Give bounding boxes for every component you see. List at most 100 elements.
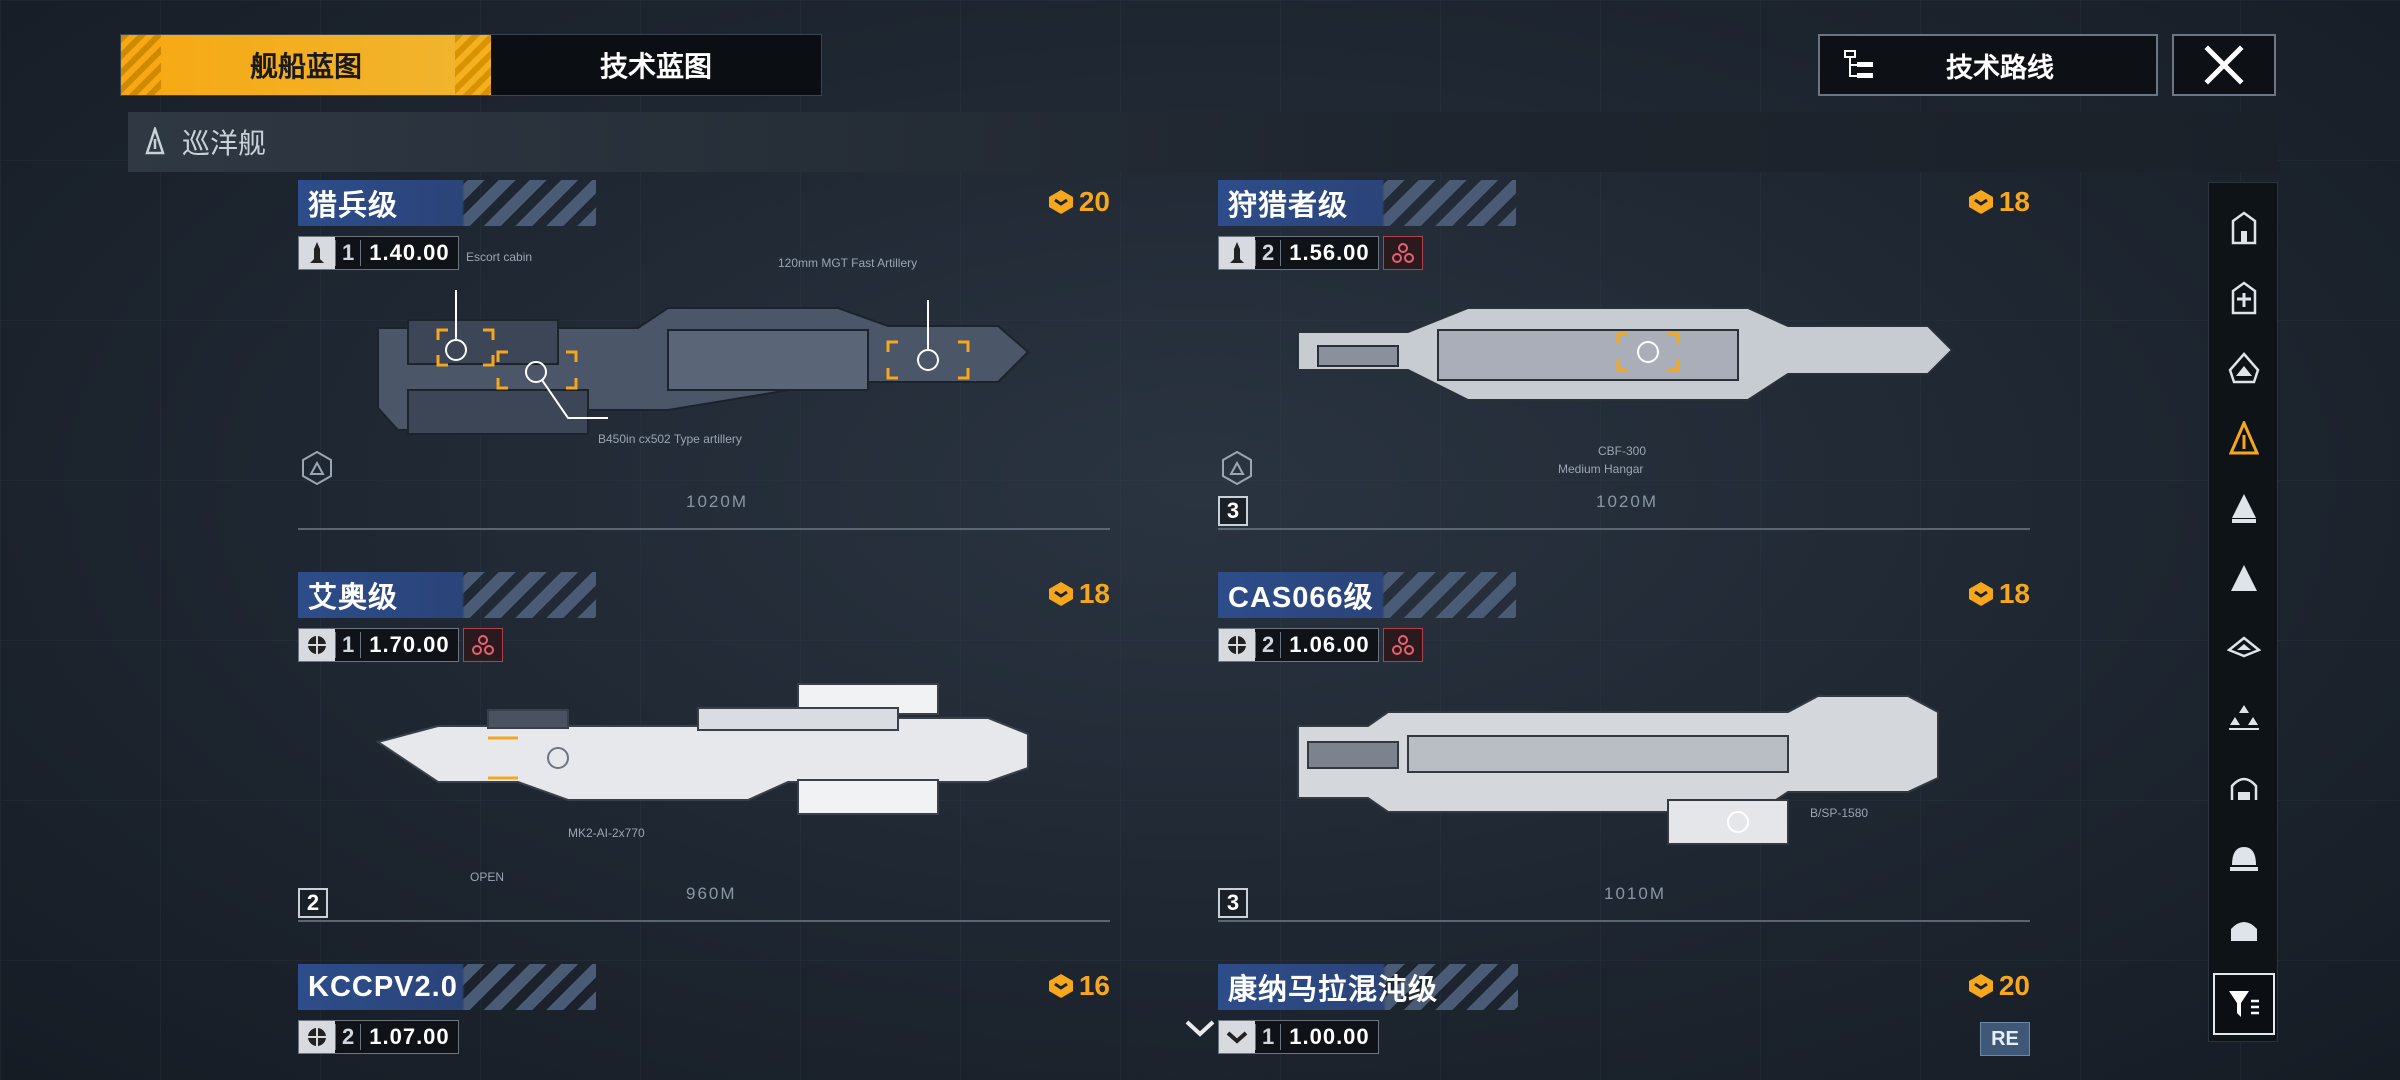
callout-label: Medium Hangar [1558,462,1644,476]
callout-label: Escort cabin [466,250,533,264]
rail-item-filter[interactable] [2213,973,2275,1035]
ship-class-rail [2208,182,2278,1042]
stat-count: 1 [1255,1024,1282,1050]
ruler-line [298,528,1110,530]
rail-item-light-cruiser[interactable] [2213,337,2275,399]
stat-group: 1 1.00.00 [1218,1020,1379,1054]
rail-item-battlecruiser[interactable] [2213,477,2275,539]
ship-card-3[interactable]: CAS066级 18 2 1.06.00 B/SP-1580 3 1010M [1218,572,2030,968]
stat-group: 1 1.40.00 [298,236,459,270]
stat-value: 1.06.00 [1289,632,1370,657]
rail-item-destroyer[interactable] [2213,267,2275,329]
rail-item-carrier[interactable] [2213,547,2275,609]
ship-cost: 18 [1967,186,2030,218]
rail-item-corvette[interactable] [2213,617,2275,679]
tab-tech-blueprint-label: 技术蓝图 [599,51,712,82]
ruler-line [1218,528,2030,530]
rail-item-auxiliary[interactable] [2213,757,2275,819]
rail-item-dome[interactable] [2213,827,2275,889]
ship-cost: 20 [1047,186,1110,218]
tech-route-button[interactable]: 技术路线 [1818,34,2158,96]
destroyer-icon [2231,281,2257,315]
close-button[interactable] [2172,34,2276,96]
ship-length: 1010M [1604,884,1666,903]
rail-item-base[interactable] [2213,897,2275,959]
ship-blueprint-image [1288,682,1968,867]
ship-cost: 16 [1047,970,1110,1002]
hexagon-class-icon [302,450,332,486]
ship-name-bar: 艾奥级 [298,572,596,618]
scroll-down-icon[interactable] [1184,1018,1216,1040]
tier-badge: 2 [298,888,328,918]
stat-count: 2 [1255,240,1282,266]
stat-group: 2 1.07.00 [298,1020,459,1054]
ship-cost-value: 18 [1998,186,2030,217]
stat-count: 1 [335,632,362,658]
callout-label: B450in cx502 Type artillery [598,432,742,446]
ship-card-1[interactable]: 狩猎者级 18 2 1.56.00 CBF-300 [1218,180,2030,576]
ruler-line [298,920,1110,922]
ship-cost-value: 20 [1078,186,1110,217]
ship-cost-value: 16 [1078,970,1110,1001]
globe-icon [299,1021,335,1053]
ship-name-bar: CAS066级 [1218,572,1516,618]
tab-ship-blueprint[interactable]: 舰船蓝图 [121,35,491,95]
chevron-icon [1219,1021,1255,1053]
callout-label: MK2-AI-2x770 [568,826,645,840]
ship-cost: 18 [1967,578,2030,610]
cost-badge-icon [1968,582,1993,606]
ship-stats: 2 1.07.00 [298,1020,459,1054]
ship-stats: 2 1.56.00 [1218,236,1423,270]
callout-label: 120mm MGT Fast Artillery [778,256,918,270]
ship-cost-value: 20 [1998,970,2030,1001]
cruiser-light-icon [2228,352,2260,384]
ship-name: KCCPV2.0 [308,970,458,1003]
ship-name-bar: 狩猎者级 [1218,180,1516,226]
tab-ship-blueprint-label: 舰船蓝图 [249,51,362,82]
base-icon [2231,922,2257,941]
cost-badge-icon [1048,190,1073,214]
rail-item-fleet[interactable] [2213,687,2275,749]
ship-card-0[interactable]: 猎兵级 20 1 1.40.00 [298,180,1110,576]
blueprint-tabs: 舰船蓝图 技术蓝图 [120,34,822,96]
ship-card-5[interactable]: 康纳马拉混沌级 20 1 1.00.00 RE [1218,964,2030,1080]
module-icon [1382,628,1423,662]
rail-item-frigate[interactable] [2213,197,2275,259]
stat-group: 2 1.06.00 [1218,628,1379,662]
ship-card-4[interactable]: KCCPV2.0 16 2 1.07.00 [298,964,1110,1080]
ship-stats: 2 1.06.00 [1218,628,1423,662]
stat-value: 1.56.00 [1289,240,1370,265]
ship-name: 康纳马拉混沌级 [1228,974,1439,1006]
ship-name: 艾奥级 [308,582,399,614]
ship-length: 960M [686,884,737,903]
cost-badge-icon [1968,190,1993,214]
stat-group: 1 1.70.00 [298,628,459,662]
battlecruiser-icon [2232,494,2256,523]
tree-list-icon [1844,50,1873,78]
ship-name: 狩猎者级 [1228,190,1349,222]
callout-label: CBF-300 [1598,444,1647,458]
ship-cost-value: 18 [1998,578,2030,609]
ship-cost: 18 [1047,578,1110,610]
rail-item-cruiser[interactable] [2213,407,2275,469]
ship-stats: 1 1.70.00 [298,628,503,662]
carrier-icon [2231,565,2257,591]
ship-stats: 1 1.40.00 [298,236,459,270]
ship-name-bar: 猎兵级 [298,180,596,226]
globe-icon [299,629,335,661]
module-icon [462,628,503,662]
tech-route-label: 技术路线 [1946,52,2054,83]
dome-icon [2230,847,2258,871]
cruiser-icon [2229,421,2259,455]
ship-blueprint-image [368,682,1048,857]
tier-badge: 3 [1218,496,1248,526]
corvette-icon [2227,636,2261,658]
filter-icon [2229,991,2259,1017]
ship-card-2[interactable]: 艾奥级 18 1 1.70.00 [298,572,1110,968]
ship-name-bar: KCCPV2.0 [298,964,596,1010]
category-title: 巡洋舰 [182,128,267,159]
category-header: 巡洋舰 [128,112,2278,172]
stat-count: 2 [1255,632,1282,658]
stat-group: 2 1.56.00 [1218,236,1379,270]
tab-tech-blueprint[interactable]: 技术蓝图 [491,35,821,95]
